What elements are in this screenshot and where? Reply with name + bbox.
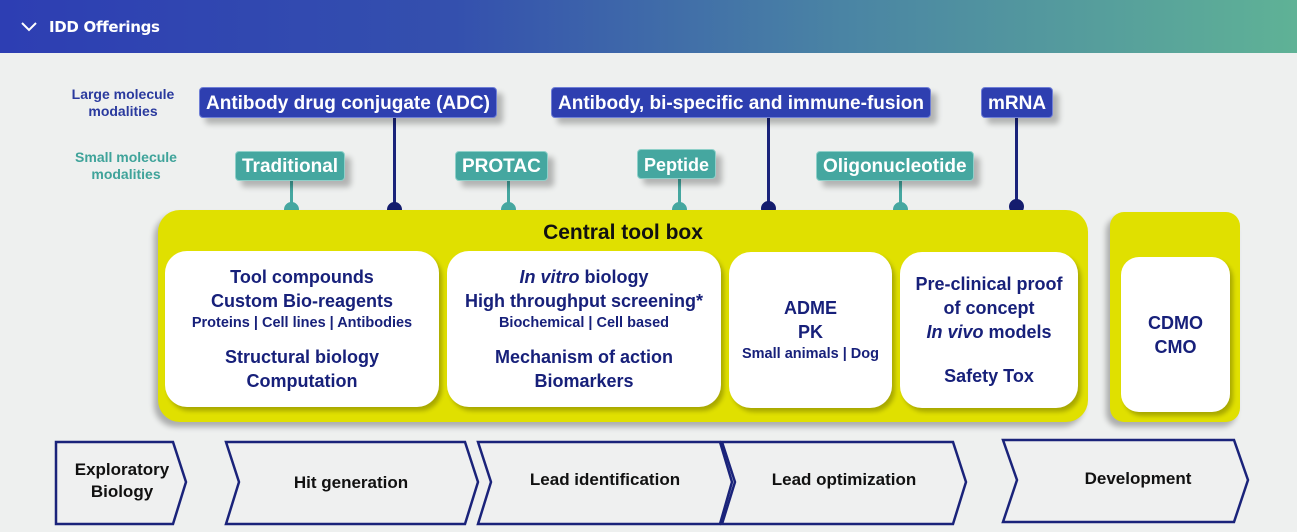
small-molecule-row-label: Small molecule modalities bbox=[75, 149, 177, 182]
stage-label: Hit generation bbox=[293, 473, 409, 492]
stage-chevrons bbox=[54, 438, 1250, 526]
connector-line bbox=[393, 117, 396, 207]
stage-label: Exploratory Biology bbox=[74, 460, 170, 501]
section-header[interactable]: IDD Offerings bbox=[0, 0, 1297, 53]
toolbox-card-biology[interactable]: In vitro biology High throughput screeni… bbox=[447, 251, 721, 407]
card-line: PK bbox=[797, 322, 823, 342]
card-line: Custom Bio-reagents bbox=[210, 291, 394, 311]
modality-tag-antibody[interactable]: Antibody, bi-specific and immune-fusion bbox=[551, 87, 931, 118]
toolbox-card-tools[interactable]: Tool compounds Custom Bio-reagents Prote… bbox=[165, 251, 439, 407]
card-subline: Small animals | Dog bbox=[741, 346, 879, 362]
connector-line bbox=[767, 117, 770, 207]
connector-line bbox=[1015, 117, 1018, 205]
card-line: CMO bbox=[1154, 336, 1197, 357]
modality-tag-mrna[interactable]: mRNA bbox=[981, 87, 1054, 118]
stage-label: Development bbox=[1084, 469, 1192, 488]
cdmo-card[interactable]: CDMO CMO bbox=[1121, 257, 1230, 412]
connector-line bbox=[507, 181, 510, 206]
card-line: In vitro biology bbox=[519, 265, 648, 289]
stage-chevron-exploratory[interactable] bbox=[54, 440, 188, 526]
stage-label: Lead optimization bbox=[771, 470, 917, 489]
italic-text: In vivo bbox=[926, 322, 984, 342]
stage-chevron-lead-id[interactable] bbox=[476, 440, 734, 526]
idd-diagram: Large molecule modalities Small molecule… bbox=[0, 53, 1297, 532]
large-molecule-row-label: Large molecule modalities bbox=[71, 86, 175, 119]
card-line: ADME bbox=[784, 298, 837, 318]
italic-text: In vitro bbox=[519, 267, 580, 287]
card-line: Safety Tox bbox=[944, 366, 1034, 386]
card-line: Biomarkers bbox=[534, 371, 634, 391]
connector-line bbox=[290, 181, 293, 206]
card-line: In vivo models bbox=[926, 320, 1051, 344]
card-line: CDMO bbox=[1148, 312, 1203, 333]
modality-tag-peptide[interactable]: Peptide bbox=[637, 149, 717, 179]
card-line: Structural biology bbox=[224, 347, 379, 367]
chevron-down-icon[interactable] bbox=[20, 18, 38, 36]
card-subline: Biochemical | Cell based bbox=[498, 315, 670, 331]
stage-chevron-development[interactable] bbox=[1001, 438, 1250, 524]
stage-label: Lead identification bbox=[529, 470, 681, 489]
stage-chevron-lead-opt[interactable] bbox=[720, 440, 968, 526]
modality-tag-oligonucleotide[interactable]: Oligonucleotide bbox=[816, 151, 974, 181]
card-line: Computation bbox=[246, 371, 358, 391]
toolbox-card-adme[interactable]: ADME PK Small animals | Dog bbox=[729, 252, 892, 408]
stage-chevron-hit[interactable] bbox=[224, 440, 480, 526]
modality-tag-traditional[interactable]: Traditional bbox=[235, 151, 346, 181]
modality-tag-protac[interactable]: PROTAC bbox=[455, 151, 548, 181]
card-text: models bbox=[983, 322, 1052, 342]
card-line: Mechanism of action bbox=[494, 347, 674, 367]
section-title: IDD Offerings bbox=[49, 17, 160, 36]
card-text: biology bbox=[579, 267, 649, 287]
card-line: Tool compounds bbox=[230, 267, 374, 287]
toolbox-title: Central tool box bbox=[543, 221, 703, 244]
connector-line bbox=[899, 181, 902, 206]
connector-line bbox=[678, 178, 681, 206]
card-line: Pre-clinical proof bbox=[915, 274, 1063, 294]
modality-tag-adc[interactable]: Antibody drug conjugate (ADC) bbox=[199, 87, 497, 118]
toolbox-card-preclinical[interactable]: Pre-clinical proof of concept In vivo mo… bbox=[900, 252, 1078, 408]
card-line: of concept bbox=[943, 298, 1035, 318]
card-subline: Proteins | Cell lines | Antibodies bbox=[191, 315, 413, 331]
card-line: High throughput screening* bbox=[465, 291, 703, 311]
